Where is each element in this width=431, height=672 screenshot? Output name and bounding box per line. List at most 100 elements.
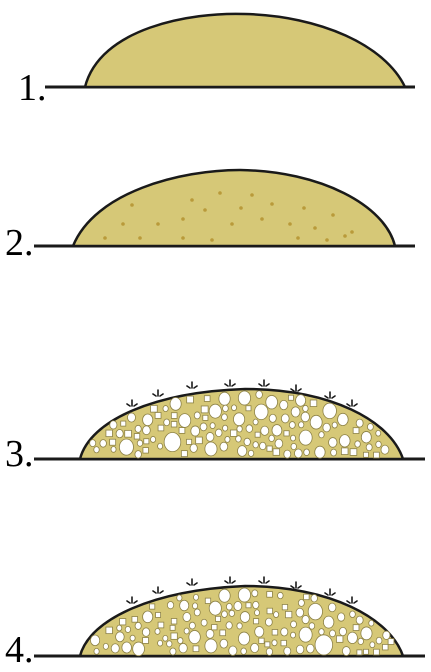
gas-bubble	[269, 435, 275, 441]
gas-bubble	[226, 603, 232, 610]
yeast-speck	[103, 236, 107, 240]
gas-bubble	[272, 425, 282, 436]
gas-bubble	[110, 439, 116, 445]
gas-bubble	[177, 595, 182, 601]
gas-bubble	[215, 429, 222, 437]
gas-bubble	[238, 391, 250, 405]
gas-bubble	[167, 601, 173, 608]
gas-bubble	[143, 611, 153, 623]
gas-bubble	[315, 446, 325, 458]
gas-bubble	[184, 628, 189, 634]
gas-bubble	[233, 413, 244, 426]
gas-bubble	[117, 625, 122, 631]
gas-bubble	[229, 646, 237, 655]
gas-bubble	[201, 406, 208, 413]
gas-bubble	[196, 437, 203, 444]
gas-bubble	[144, 439, 149, 444]
gas-bubble	[376, 441, 381, 447]
gas-bubble	[299, 430, 312, 445]
yeast-speck	[239, 206, 243, 210]
gas-bubble	[240, 612, 250, 623]
gas-bubble	[167, 641, 172, 647]
gas-bubble	[253, 619, 258, 624]
gas-bubble	[171, 422, 176, 427]
gas-bubble	[253, 442, 258, 448]
gas-bubble	[121, 421, 126, 426]
gas-bubble	[150, 436, 155, 442]
gas-bubble	[246, 406, 251, 411]
gas-bubble	[376, 637, 382, 644]
gas-bubble	[266, 648, 272, 655]
yeast-speck	[156, 222, 160, 226]
gas-bubble	[310, 400, 317, 407]
gas-bubble	[291, 435, 296, 441]
stage-4-label: 4.	[5, 629, 34, 671]
gas-bubble	[266, 395, 278, 409]
yeast-speck	[288, 222, 292, 226]
gas-bubble	[329, 438, 337, 448]
gas-bubble	[254, 404, 268, 420]
gas-bubble	[265, 618, 272, 626]
gas-bubble	[134, 434, 139, 439]
gas-bubble	[366, 444, 372, 451]
gas-bubble	[205, 598, 210, 603]
gas-bubble	[186, 439, 191, 444]
gas-puff	[187, 579, 197, 585]
gas-bubble	[189, 630, 201, 643]
yeast-speck	[181, 236, 185, 240]
gas-bubble	[125, 430, 132, 437]
gas-bubble	[212, 624, 217, 629]
gas-bubble	[296, 645, 304, 654]
gas-bubble	[323, 423, 330, 432]
yeast-speck	[350, 230, 354, 234]
gas-bubble	[143, 414, 153, 426]
gas-bubble	[216, 616, 221, 621]
gas-bubble	[246, 603, 251, 608]
gas-bubble	[291, 632, 296, 638]
gas-bubble	[163, 635, 168, 641]
gas-puff	[325, 392, 335, 398]
gas-bubble	[94, 447, 99, 453]
gas-bubble	[330, 630, 336, 637]
stage-3-label: 3.	[5, 433, 34, 475]
gas-bubble	[304, 594, 310, 600]
gas-bubble	[170, 397, 181, 410]
gas-bubble	[269, 414, 276, 422]
gas-bubble	[246, 425, 253, 433]
yeast-speck	[331, 213, 335, 217]
gas-puff	[259, 380, 269, 386]
gas-bubble	[170, 648, 176, 655]
gas-bubble	[106, 430, 113, 437]
gas-bubble	[251, 643, 259, 652]
gas-bubble	[331, 449, 337, 456]
gas-bubble	[170, 625, 175, 630]
yeast-speck	[190, 198, 194, 202]
gas-bubble	[304, 449, 310, 456]
gas-bubble	[143, 426, 151, 435]
gas-bubble	[347, 632, 357, 643]
gas-bubble	[284, 431, 289, 436]
gas-bubble	[100, 440, 107, 448]
yeast-speck	[138, 236, 142, 240]
gas-bubble	[222, 414, 228, 421]
stage-3: 3.	[5, 380, 425, 475]
gas-bubble	[137, 440, 142, 446]
gas-bubble	[142, 628, 149, 637]
yeast-speck	[210, 238, 214, 242]
gas-puff	[291, 582, 301, 588]
gas-bubble	[339, 435, 350, 447]
gas-bubble	[110, 421, 117, 429]
gas-bubble	[130, 635, 135, 641]
yeast-speck	[121, 222, 125, 226]
gas-bubble	[302, 615, 309, 623]
gas-bubble	[356, 419, 363, 427]
gas-bubble	[143, 448, 149, 454]
gas-bubble	[255, 432, 260, 437]
gas-bubble	[353, 625, 359, 631]
gas-bubble	[383, 644, 389, 650]
gas-bubble	[244, 438, 250, 445]
gas-bubble	[299, 627, 312, 642]
gas-bubble	[259, 638, 264, 643]
gas-puff	[225, 577, 235, 583]
gas-bubble	[369, 620, 374, 626]
